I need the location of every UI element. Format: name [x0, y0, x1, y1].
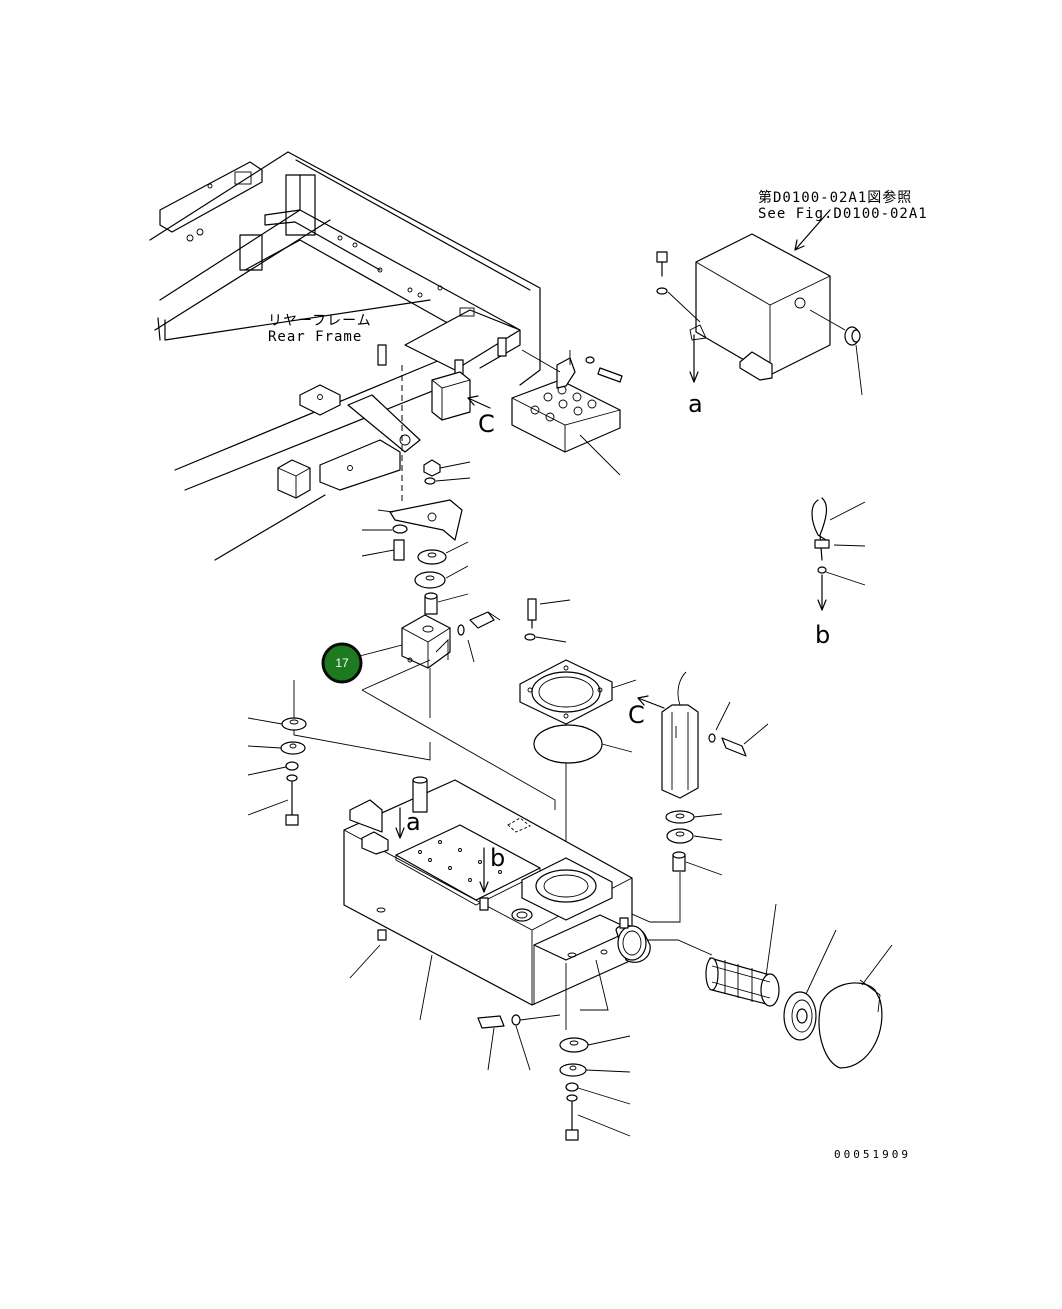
callout-badge-number: 17: [335, 656, 349, 670]
step-plate: [511, 349, 623, 476]
rear-frame-label: リヤーフレーム Rear Frame: [268, 313, 372, 345]
cover-box: a: [656, 209, 863, 418]
rear-frame-label-en: Rear Frame: [268, 329, 362, 345]
mount-parts: [293, 459, 556, 810]
ref-c-pipe-letter: C: [628, 701, 645, 729]
rear-frame: [149, 151, 541, 561]
ref-c-frame-letter: C: [478, 410, 495, 438]
ref-c-pipe: C: [628, 695, 665, 729]
see-fig-label-en: See Fig.D0100-02A1: [758, 206, 928, 222]
see-fig-label-jp: 第D0100-02A1図参照: [758, 189, 912, 206]
bottom-mount-parts: [477, 1014, 631, 1141]
left-mount-parts: [247, 717, 307, 826]
ref-b-tank-letter: b: [490, 844, 505, 872]
callout-badge-17[interactable]: 17: [321, 642, 363, 684]
ref-c-frame: C: [467, 395, 495, 438]
flange-gasket: [519, 598, 637, 855]
strainer-assembly: [600, 903, 893, 1069]
see-fig-label: 第D0100-02A1図参照 See Fig.D0100-02A1: [758, 189, 928, 222]
ref-a-top-letter: a: [688, 390, 703, 418]
dipstick: b: [811, 497, 866, 649]
hydraulic-tank: a b: [343, 776, 633, 1030]
ref-b-side-letter: b: [815, 621, 830, 649]
ref-a-tank-letter: a: [406, 808, 421, 836]
drawing-number: 00051909: [834, 1148, 911, 1161]
rear-frame-label-jp: リヤーフレーム: [268, 313, 372, 329]
pipe-bracket: [599, 671, 769, 923]
